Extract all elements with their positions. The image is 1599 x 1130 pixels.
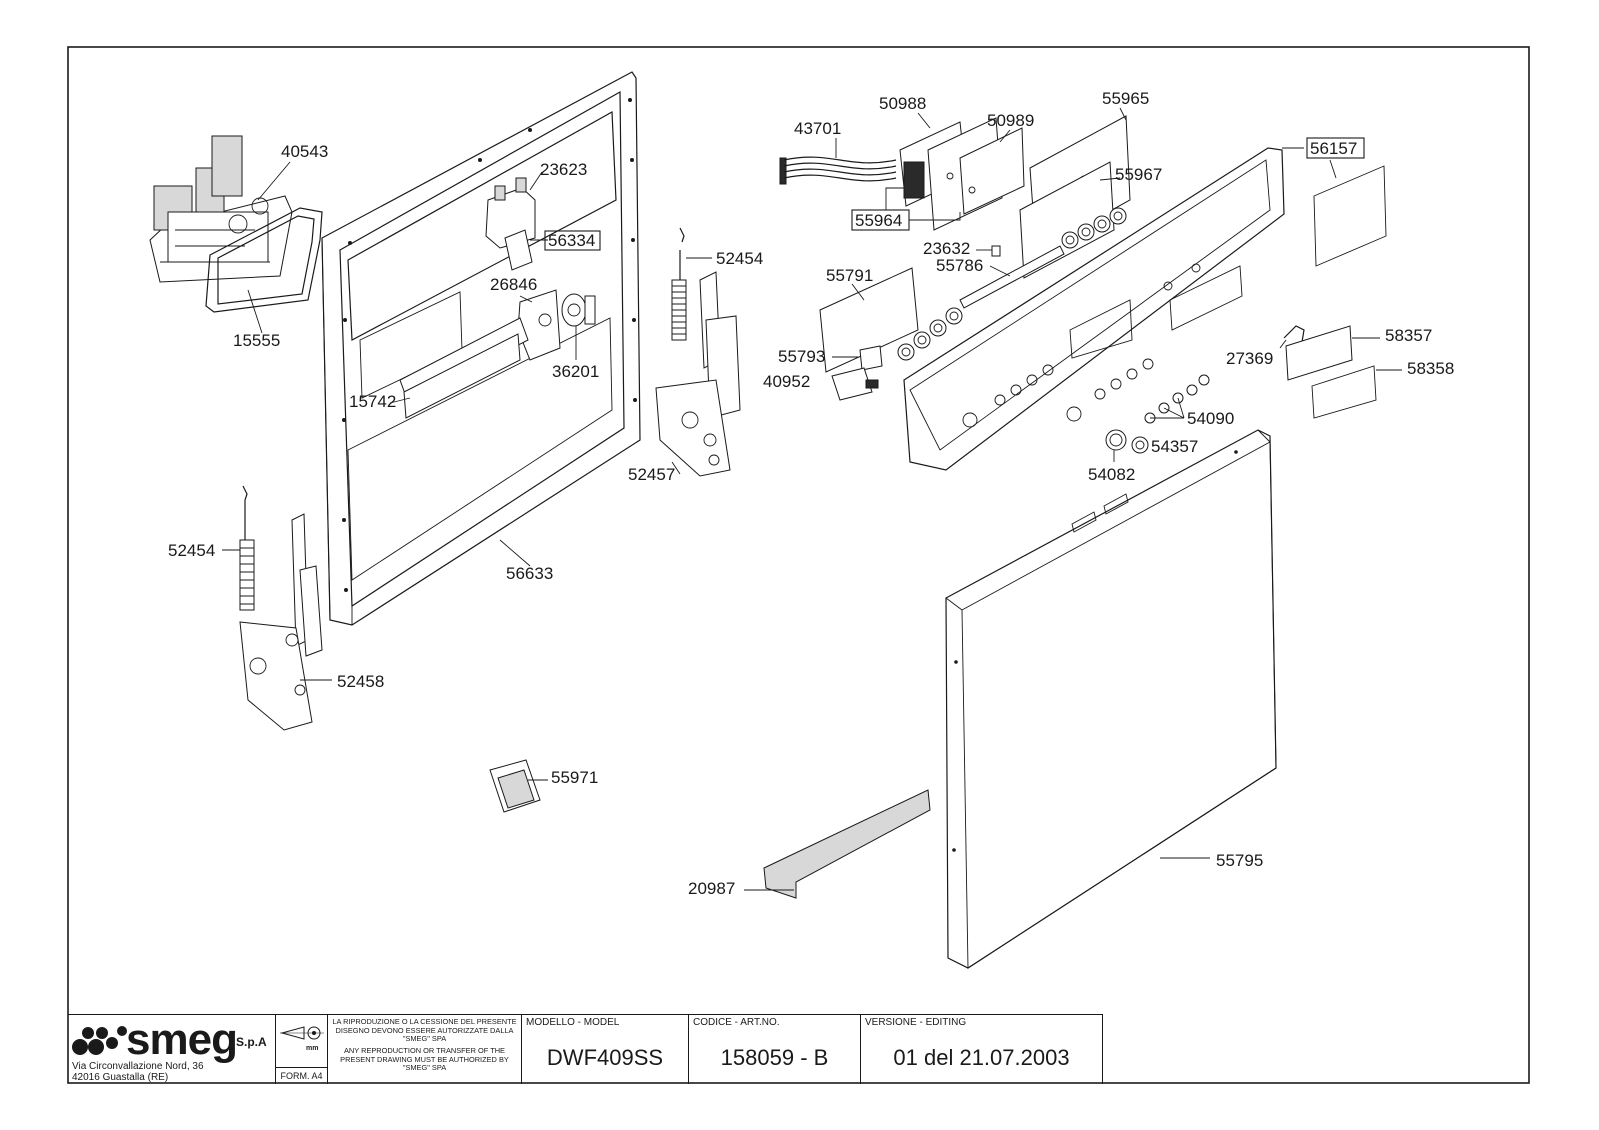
label-55971: 55971	[551, 768, 598, 787]
company-address-line-2: 42016 Guastalla (RE)	[72, 1072, 169, 1083]
label-54090: 54090	[1187, 409, 1234, 428]
part-15742-drawing	[389, 317, 529, 419]
part-50989-drawing	[927, 117, 1025, 231]
title-block: smeg S.p.A Via Circonvallazione Nord, 36…	[68, 1014, 1103, 1084]
label-23632: 23632	[923, 239, 970, 258]
label-50988: 50988	[879, 94, 926, 113]
label-55965: 55965	[1102, 89, 1149, 108]
part-40543-drawing	[149, 135, 293, 283]
label-55793: 55793	[778, 347, 825, 366]
label-54082: 54082	[1088, 465, 1135, 484]
part-labels: 40543 15555 23623 56334 26846 36201 1574…	[168, 89, 1454, 898]
label-36201: 36201	[552, 362, 599, 381]
part-55795-drawing	[945, 429, 1277, 969]
version-cell: VERSIONE - EDITING 01 del 21.07.2003	[860, 1015, 1102, 1084]
part-15555-drawing	[205, 207, 323, 334]
version-value: 01 del 21.07.2003	[893, 1045, 1070, 1070]
label-54357: 54357	[1151, 437, 1198, 456]
label-55786: 55786	[936, 256, 983, 275]
label-23623: 23623	[540, 160, 587, 179]
label-56157: 56157	[1310, 139, 1357, 158]
label-56157-box	[1306, 137, 1365, 159]
label-55795: 55795	[1216, 851, 1263, 870]
label-55967: 55967	[1115, 165, 1162, 184]
code-cell: CODICE - ART.NO. 158059 - B	[688, 1015, 860, 1084]
model-cell: MODELLO - MODEL DWF409SS	[521, 1015, 688, 1084]
notice-english: ANY REPRODUCTION OR TRANSFER OF THE PRES…	[340, 1046, 509, 1073]
code-value: 158059 - B	[720, 1045, 829, 1070]
unit-label: mm	[306, 1045, 319, 1052]
label-40543: 40543	[281, 142, 328, 161]
leader-55964	[885, 187, 961, 221]
part-55971-drawing	[489, 759, 548, 813]
notice-cell: LA RIPRODUZIONE O LA CESSIONE DEL PRESEN…	[327, 1015, 521, 1084]
part-56157-drawing	[903, 147, 1387, 471]
part-23623-drawing	[485, 171, 548, 271]
part-58358-drawing	[1311, 365, 1402, 419]
part-26846-drawing	[517, 289, 561, 361]
part-54357-drawing	[1131, 436, 1149, 454]
part-54090-drawing	[1144, 374, 1210, 424]
part-40952-drawing	[831, 367, 879, 401]
code-header: CODICE - ART.NO.	[693, 1017, 780, 1028]
part-52454-top-drawing	[671, 227, 712, 341]
company-address-line-1: Via Circonvallazione Nord, 36	[72, 1061, 204, 1072]
notice-italian: LA RIPRODUZIONE O LA CESSIONE DEL PRESEN…	[332, 1017, 517, 1044]
part-20987-drawing	[744, 789, 931, 899]
label-15555: 15555	[233, 331, 280, 350]
label-55791: 55791	[826, 266, 873, 285]
format-label: FORM. A4	[276, 1067, 327, 1081]
company-logo-suffix: S.p.A	[236, 1035, 267, 1049]
label-55964: 55964	[855, 211, 902, 230]
part-43701-drawing	[779, 138, 897, 185]
label-40952: 40952	[763, 372, 810, 391]
label-27369: 27369	[1226, 349, 1273, 368]
part-23632-drawing	[976, 245, 1001, 257]
part-36201-drawing	[561, 293, 596, 360]
company-logo-text: smeg	[126, 1015, 238, 1064]
part-54082-drawing	[1105, 429, 1127, 462]
part-27369-drawing	[1279, 325, 1305, 349]
label-50989: 50989	[987, 111, 1034, 130]
label-52458: 52458	[337, 672, 384, 691]
part-55967-drawing	[1019, 161, 1127, 279]
part-52457-drawing	[655, 271, 741, 477]
label-56334-box	[544, 230, 601, 251]
part-58357-drawing	[1285, 325, 1380, 381]
part-55793-drawing	[832, 345, 883, 371]
version-header: VERSIONE - EDITING	[865, 1017, 967, 1028]
label-15742: 15742	[349, 392, 396, 411]
label-52454-top: 52454	[716, 249, 763, 268]
projection-symbol-icon	[280, 1026, 324, 1040]
format-cell: mm FORM. A4	[275, 1015, 327, 1084]
model-header: MODELLO - MODEL	[526, 1017, 620, 1028]
model-value: DWF409SS	[546, 1045, 664, 1070]
label-58358: 58358	[1407, 359, 1454, 378]
part-55791-drawing	[819, 267, 963, 373]
part-52458-drawing	[239, 513, 332, 731]
drawing-frame	[67, 46, 1530, 1084]
label-43701: 43701	[794, 119, 841, 138]
company-cell: smeg S.p.A Via Circonvallazione Nord, 36…	[68, 1015, 275, 1084]
part-55786-drawing	[959, 245, 1065, 309]
label-26846: 26846	[490, 275, 537, 294]
label-58357: 58357	[1385, 326, 1432, 345]
label-52454-left: 52454	[168, 541, 215, 560]
part-52454-left-drawing	[222, 485, 255, 611]
label-52457: 52457	[628, 465, 675, 484]
label-56633: 56633	[506, 564, 553, 583]
label-20987: 20987	[688, 879, 735, 898]
smeg-logo-dots-icon	[72, 1026, 127, 1055]
label-56334: 56334	[548, 231, 595, 250]
